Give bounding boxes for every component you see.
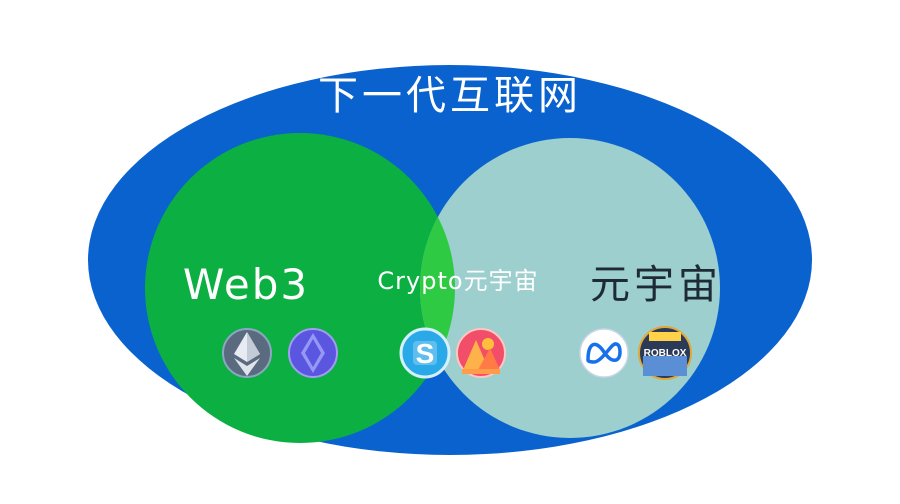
crypto-metaverse-label: Crypto元宇宙 bbox=[377, 267, 539, 295]
ens-icon bbox=[288, 328, 338, 378]
meta-icon bbox=[579, 328, 629, 378]
web3-label: Web3 bbox=[182, 260, 310, 309]
diagram-title: 下一代互联网 bbox=[318, 73, 582, 119]
metaverse-label: 元宇宙 bbox=[590, 262, 722, 308]
roblox-logo-text: ROBLOX bbox=[644, 348, 687, 359]
sandbox-icon: S bbox=[399, 327, 451, 379]
web3-circle bbox=[145, 133, 455, 443]
sandbox-logo-letter: S bbox=[416, 338, 435, 369]
roblox-icon: ROBLOX bbox=[638, 326, 692, 380]
decentraland-icon bbox=[456, 328, 506, 378]
ethereum-icon bbox=[222, 328, 272, 378]
